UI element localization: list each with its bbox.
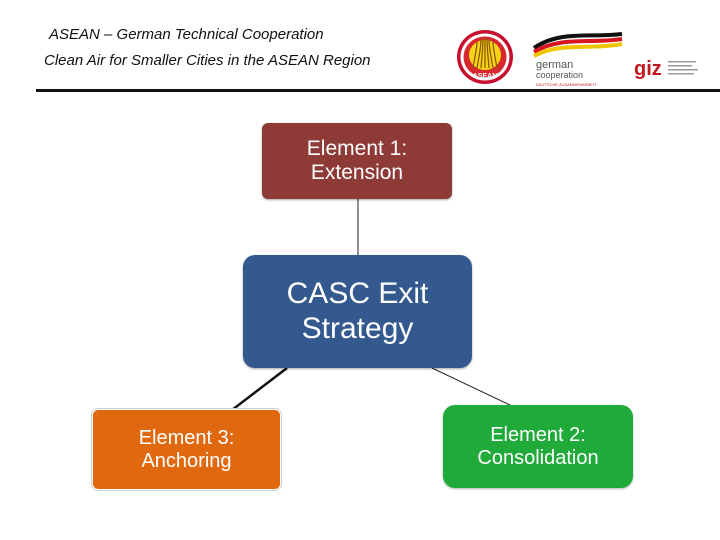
element1-node: Element 1: Extension (262, 123, 452, 199)
element3-node: Element 3: Anchoring (92, 409, 281, 490)
element2-title: Element 2: (490, 423, 586, 446)
giz-logo-text: giz (634, 58, 662, 80)
center-title: CASC Exit (286, 277, 429, 310)
header-rule (36, 89, 720, 92)
header-subtitle: Clean Air for Smaller Cities in the ASEA… (44, 52, 371, 69)
element2-label: Consolidation (477, 446, 599, 469)
german-cooperation-logo: german cooperation DEUTSCHE ZUSAMMENARBE… (532, 32, 623, 87)
center-label: Strategy (301, 311, 414, 345)
center-node: CASC Exit Strategy (243, 255, 472, 368)
element3-label: Anchoring (141, 449, 232, 472)
giz-logo: giz (634, 58, 698, 80)
header-title: ASEAN – German Technical Cooperation (49, 26, 324, 43)
german-logo-line3: DEUTSCHE ZUSAMMENARBEIT (536, 82, 597, 87)
element3-title: Element 3: (138, 426, 235, 449)
asean-emblem-icon: ASEAN (457, 30, 513, 84)
german-logo-line2: cooperation (536, 70, 583, 80)
german-logo-line1: german (536, 59, 573, 71)
connector-element3 (231, 367, 288, 411)
element2-node: Element 2: Consolidation (443, 405, 633, 488)
connector-element2 (431, 367, 511, 406)
element1-label: Extension (310, 161, 404, 184)
element1-title: Element 1: (306, 136, 408, 160)
asean-logo-text: ASEAN (473, 73, 498, 80)
